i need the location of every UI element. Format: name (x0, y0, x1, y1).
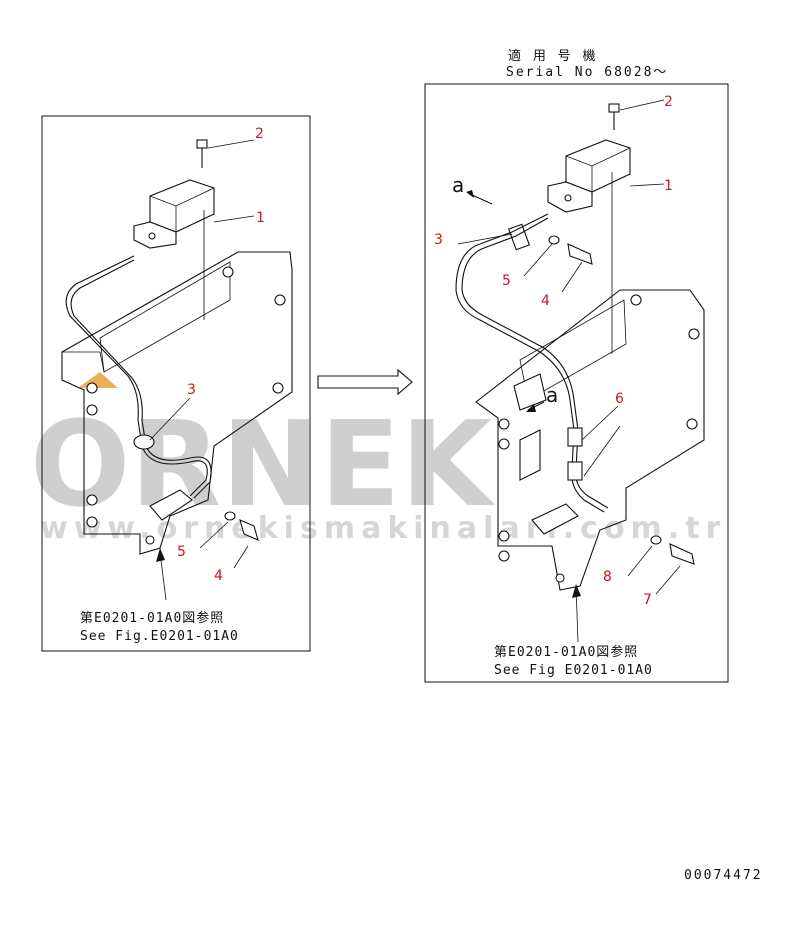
right-washer-5 (548, 235, 560, 245)
right-mount-block (519, 429, 541, 481)
left-bracket-plate (61, 251, 293, 555)
right-sensor-unit (547, 139, 631, 354)
right-callout-1: 1 (664, 178, 673, 194)
right-bolt-2 (608, 103, 620, 130)
right-bolt-holes (498, 294, 700, 583)
watermark-url: www.ornekismakinalari.com.tr (40, 511, 726, 546)
drawing-number: 00074472 (684, 868, 763, 883)
serial-number: Serial No 68028～ (506, 65, 668, 80)
transition-arrow-icon (317, 368, 413, 396)
view-a-label: a (452, 173, 464, 197)
left-panel: 2 1 3 4 5 第E0201-01A0図参照 See Fig.E0201-0… (41, 115, 311, 652)
left-callout-3: 3 (187, 382, 196, 398)
watermark: ORNEK www.ornekismakinalari.com.tr (30, 372, 726, 546)
right-callout-3: 3 (434, 232, 443, 248)
right-upper-mount (513, 373, 547, 411)
right-ref-en: See Fig E0201-01A0 (494, 663, 653, 678)
right-ref-arrow (572, 584, 581, 598)
left-bolt-2 (196, 139, 208, 168)
left-harness (65, 255, 212, 521)
watermark-accent-icon (78, 372, 118, 388)
right-bracket-plate (475, 289, 705, 591)
right-panel: a a (424, 83, 729, 683)
right-panel-frame (424, 83, 729, 683)
left-bolt-holes (86, 266, 286, 545)
right-harness (455, 213, 609, 535)
left-callout-4: 4 (214, 568, 223, 584)
right-leaders (457, 99, 681, 643)
left-connector (149, 489, 193, 521)
right-bolt-7 (669, 543, 695, 565)
left-ref-jp: 第E0201-01A0図参照 (80, 610, 224, 626)
view-a-label-lower: a (546, 383, 558, 407)
left-washer-5 (224, 511, 236, 521)
right-callout-2: 2 (664, 94, 673, 110)
left-grommet (133, 434, 155, 450)
applicable-serial-label: 適 用 号 機 (508, 48, 597, 64)
right-washer-8 (650, 535, 662, 545)
left-callout-1: 1 (256, 210, 265, 226)
right-callout-5: 5 (502, 273, 511, 289)
right-callout-6: 6 (615, 391, 624, 407)
right-grommet-lower (567, 461, 583, 481)
left-callout-5: 5 (177, 544, 186, 560)
left-panel-frame (41, 115, 311, 652)
left-ref-en: See Fig.E0201-01A0 (80, 629, 239, 644)
left-sensor-unit (133, 179, 215, 320)
left-bolt-4 (239, 519, 259, 541)
right-callout-4: 4 (541, 293, 550, 309)
right-callout-8: 8 (603, 569, 612, 585)
view-a-arrow-icon (469, 193, 493, 205)
left-ref-arrow (156, 548, 165, 562)
left-callout-2: 2 (255, 126, 264, 142)
right-callout-7: 7 (643, 592, 652, 608)
right-bolt-4 (567, 243, 593, 265)
watermark-brand: ORNEK (30, 395, 497, 533)
right-connector (531, 503, 579, 535)
left-bracket-flange (99, 261, 231, 373)
right-grommet-upper (567, 427, 583, 447)
right-ref-jp: 第E0201-01A0図参照 (494, 644, 638, 660)
